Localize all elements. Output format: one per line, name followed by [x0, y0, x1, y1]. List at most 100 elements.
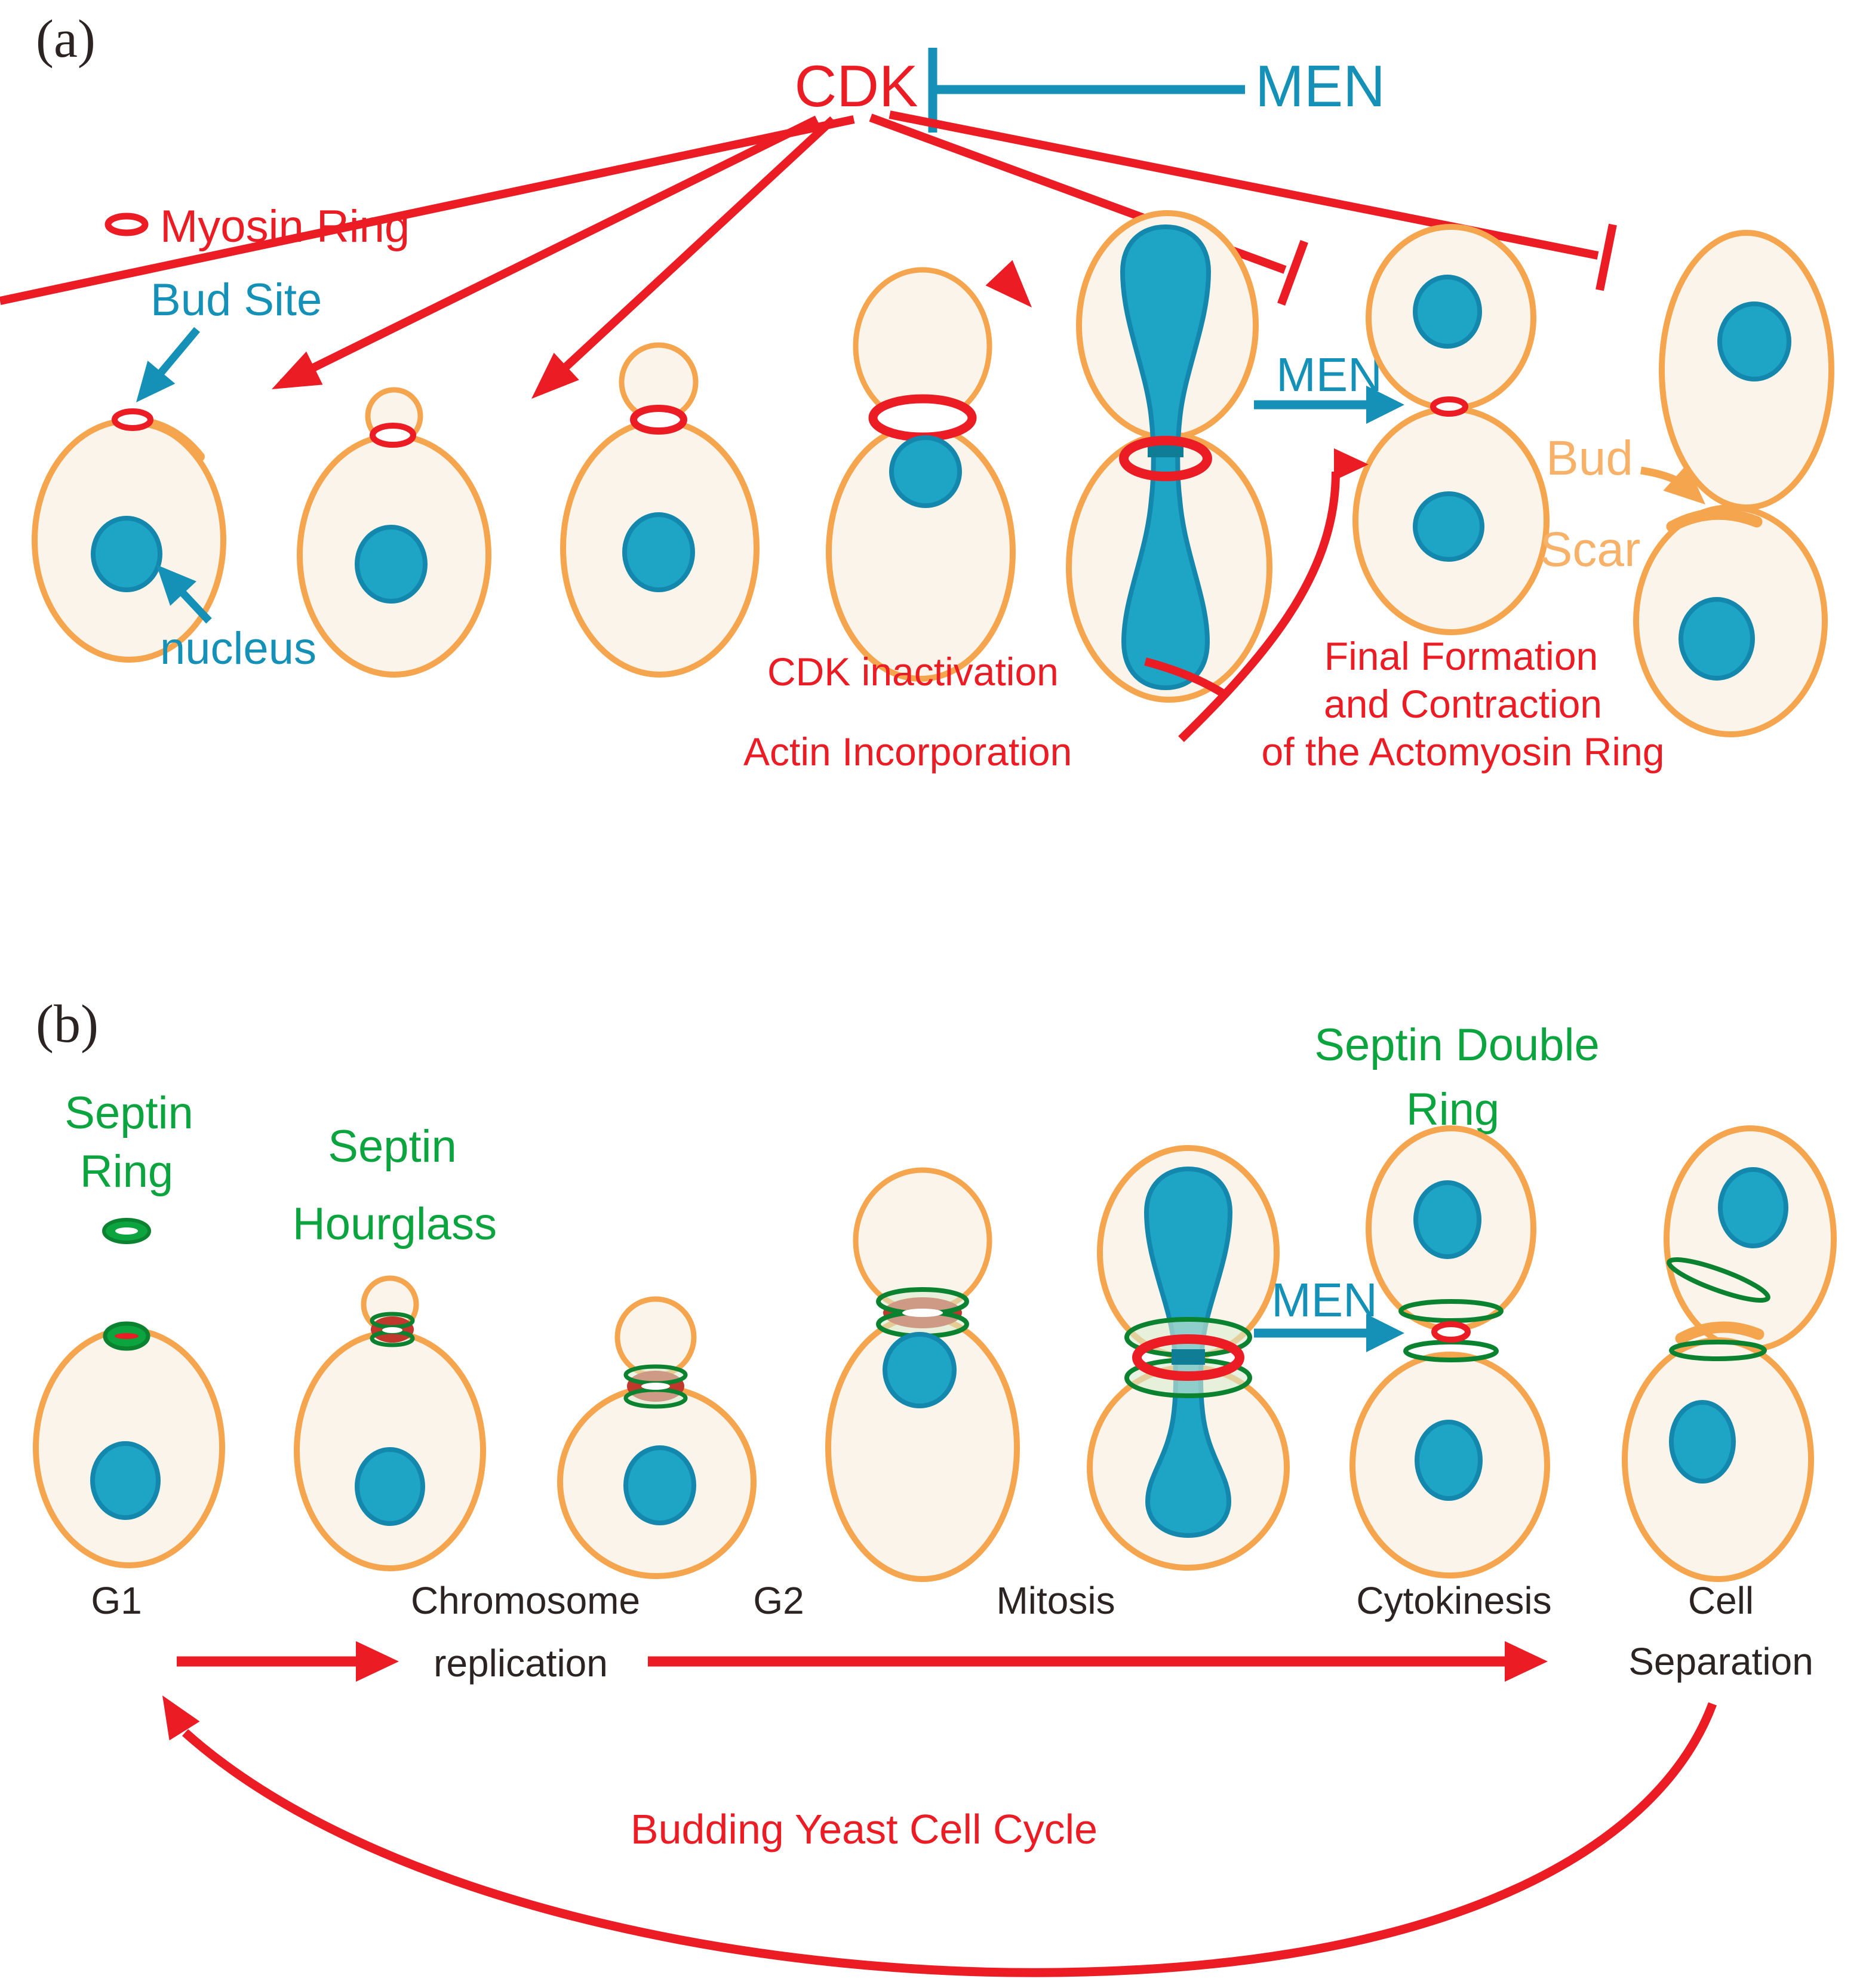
actomyosin-ring	[1119, 436, 1212, 481]
nucleus	[355, 1447, 425, 1526]
cell-a7-separated	[1633, 230, 1834, 737]
hourglass-slit	[382, 1327, 402, 1333]
septin-ring-daughter	[1667, 1257, 1770, 1303]
mother-nucleus	[1413, 491, 1484, 562]
cell-a5-mitosis	[1066, 210, 1272, 703]
daughter-nucleus	[1413, 275, 1482, 349]
men-label: MEN	[1255, 53, 1385, 119]
cdk-arrow-to-budded-cell	[531, 116, 836, 399]
final-formation-line2: and Contraction	[1324, 682, 1602, 726]
bud-scar-arc	[1675, 1321, 1764, 1344]
stage-cell: Cell	[1688, 1579, 1754, 1622]
bud-scar-arrow	[1640, 464, 1705, 504]
septin-hourglass-label-line1: Septin	[328, 1121, 457, 1172]
daughter-nucleus	[1413, 1180, 1481, 1259]
septin-ring-icon	[102, 1218, 151, 1244]
bud-site-arrow	[136, 327, 200, 402]
panel-b-tag: (b)	[36, 995, 99, 1054]
cycle-return-arrow	[162, 1695, 1717, 1977]
septum-band	[1172, 1349, 1205, 1365]
nucleus	[623, 1445, 696, 1525]
nucleus-arrow	[156, 565, 212, 624]
septin-hourglass-label-line2: Hourglass	[293, 1199, 497, 1250]
myosin-ring	[630, 405, 687, 435]
cdk-inactivation-label: CDK inactivation	[767, 650, 1059, 694]
cdk-label: CDK	[795, 53, 918, 119]
cell-b4-large-bud	[825, 1167, 1020, 1582]
cell-a6-cytokinesis	[1352, 224, 1550, 635]
mother-nucleus	[1679, 597, 1755, 681]
myosin-ring	[370, 423, 416, 448]
actomyosin-ring	[1132, 1334, 1244, 1381]
nucleus	[91, 516, 162, 592]
stage-cytokinesis: Cytokinesis	[1356, 1579, 1551, 1622]
septin-ring-label-line2: Ring	[80, 1146, 173, 1197]
stage-g2: G2	[753, 1579, 804, 1622]
bud-scar-label-line1: Bud	[1546, 431, 1633, 485]
cell-b1-g1	[33, 1321, 225, 1568]
bud	[614, 1296, 697, 1378]
stage-g1: G1	[91, 1579, 142, 1622]
stage-replication: replication	[434, 1642, 608, 1685]
contracted-actomyosin-ring	[1431, 1321, 1471, 1343]
cdk-inactivation-connector	[1144, 657, 1228, 698]
cell-b5-mitosis	[1087, 1145, 1290, 1571]
men-arrow-label: MEN	[1271, 1273, 1378, 1327]
panel-b: (b) Septin Ring Septin Hourglass Septin …	[33, 995, 1837, 1977]
final-formation-line1: Final Formation	[1324, 634, 1598, 678]
actomyosin-annotation-arrow	[1144, 448, 1369, 743]
nucleus	[889, 435, 962, 508]
septin-hourglass-upper	[623, 1364, 688, 1386]
panel-a: (a) CDK MEN Myosin Ri	[0, 10, 1834, 774]
timeline-arrow-right	[648, 1641, 1548, 1682]
actomyosin-ring	[868, 394, 977, 442]
septin-hourglass-lower	[623, 1387, 688, 1409]
final-formation-line3: of the Actomyosin Ring	[1261, 730, 1664, 774]
septin-double-ring-upper	[1398, 1299, 1504, 1323]
men-arrow-label: MEN	[1276, 348, 1382, 401]
myosin-ring-icon	[104, 213, 149, 236]
nucleus-label: nucleus	[160, 623, 316, 674]
cell-b6-cytokinesis	[1349, 1125, 1550, 1578]
cell-a1-g1	[32, 408, 226, 663]
cell-b7-separated	[1622, 1125, 1837, 1582]
cell-a3-small-bud	[560, 342, 760, 678]
mother-nucleus	[1669, 1400, 1736, 1484]
nucleus	[355, 525, 428, 604]
myosin-in-septin-ring	[115, 1333, 139, 1339]
daughter-nucleus	[1717, 301, 1791, 381]
septin-ring-label-line1: Septin	[64, 1088, 193, 1138]
cell-b3-small-bud	[557, 1296, 757, 1579]
cell-a4-large-bud	[826, 267, 1016, 682]
contracted-actomyosin-ring	[1430, 396, 1468, 417]
septin-double-ring-label-line1: Septin Double	[1314, 1020, 1599, 1070]
septin-ring-mother	[1669, 1340, 1767, 1361]
cdk-arrow-to-g1-cell	[272, 115, 819, 389]
cycle-title: Budding Yeast Cell Cycle	[631, 1806, 1098, 1852]
stage-separation: Separation	[1628, 1640, 1813, 1683]
men-arrow	[1254, 386, 1404, 424]
men-inhibits-cdk-tbar	[928, 48, 1245, 133]
cell-a2-bud-emergence	[297, 387, 491, 678]
stage-mitosis: Mitosis	[996, 1579, 1115, 1622]
stage-chromosome: Chromosome	[411, 1579, 640, 1622]
actin-incorporation-label: Actin Incorporation	[743, 730, 1072, 774]
nucleus	[883, 1332, 957, 1408]
daughter-nucleus	[1718, 1167, 1788, 1248]
cell-b2-bud-emergence	[294, 1275, 486, 1571]
nucleus	[622, 512, 695, 592]
timeline-arrow-left	[177, 1641, 399, 1682]
hourglass-slit	[902, 1309, 943, 1317]
men-arrow	[1254, 1314, 1404, 1352]
myosin-ring-label: Myosin Ring	[160, 201, 410, 252]
panel-a-tag: (a)	[36, 10, 96, 69]
bud-site-label: Bud Site	[150, 275, 322, 325]
bud-scar-label-line2: Scar	[1540, 522, 1641, 577]
hourglass-slit	[641, 1383, 670, 1390]
cdk-arrow-to-mitotic-cell	[0, 115, 1032, 307]
mother-nucleus	[1415, 1420, 1483, 1501]
nucleus	[90, 1441, 161, 1520]
myosin-ring	[112, 408, 153, 431]
